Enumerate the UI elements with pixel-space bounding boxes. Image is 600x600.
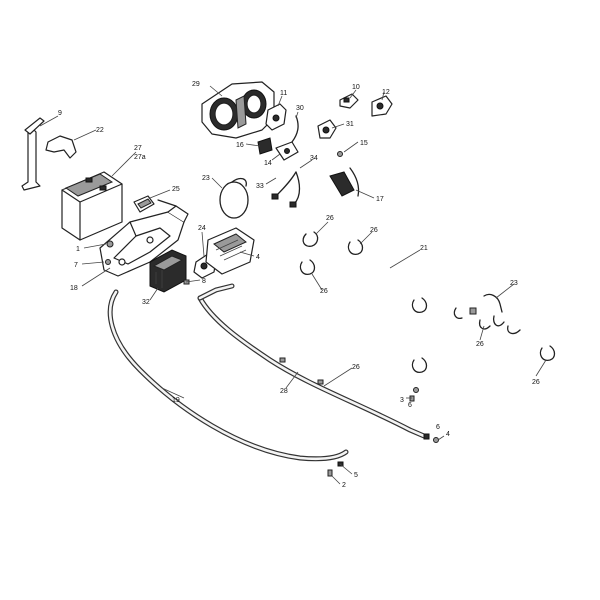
- callout-18: 18: [70, 285, 78, 292]
- callout-25: 25: [172, 186, 180, 193]
- callout-34: 34: [310, 155, 318, 162]
- callout-27: 27: [134, 145, 142, 152]
- callout-28: 28: [280, 388, 288, 395]
- callout-31: 31: [346, 121, 354, 128]
- callout-16: 16: [236, 142, 244, 149]
- leader-lines: [39, 85, 547, 485]
- callout-26-d: 26: [476, 341, 484, 348]
- part-34-harness: [271, 171, 301, 208]
- part-31-sensor: [317, 119, 337, 139]
- callout-4-upper: 4: [256, 254, 260, 261]
- callout-17: 17: [376, 196, 384, 203]
- part-15-screw: [337, 151, 343, 157]
- callout-3: 3: [400, 397, 404, 404]
- clamp-26-f: [539, 345, 556, 361]
- callout-11: 11: [280, 90, 287, 97]
- callouts: 9 22 27 27a 25 23 1 7 18 32 24 8 4 29 11…: [58, 81, 540, 489]
- part-17-cable: [329, 167, 360, 197]
- callout-5: 5: [354, 472, 358, 479]
- part-32-regulator: [149, 249, 187, 293]
- callout-23-right: 23: [510, 280, 518, 287]
- clamp-26-c: [299, 259, 316, 275]
- callout-24: 24: [198, 225, 206, 232]
- callout-4-lower: 4: [446, 431, 450, 438]
- clamp-26-e: [411, 357, 428, 373]
- callout-9: 9: [58, 110, 62, 117]
- part-28-pipe: [197, 283, 427, 439]
- callout-2: 2: [342, 482, 346, 489]
- callout-26-f: 26: [352, 364, 360, 371]
- callout-12: 12: [382, 89, 390, 96]
- callout-10: 10: [352, 84, 360, 91]
- part-19-hose: [107, 289, 349, 462]
- callout-27a: 27a: [134, 154, 146, 161]
- callout-26-c: 26: [320, 288, 328, 295]
- pipe-clip-2: [317, 379, 324, 385]
- part-18-battery-tray: [99, 199, 189, 277]
- fittings-23-right: [453, 293, 521, 335]
- callout-33: 33: [256, 183, 264, 190]
- callout-32: 32: [142, 299, 150, 306]
- clamp-26-b: [347, 239, 364, 255]
- pipe-clip-1: [279, 357, 286, 363]
- callout-26-e: 26: [532, 379, 540, 386]
- part-16-switch: [257, 137, 273, 155]
- part-3-screw: [409, 395, 415, 402]
- callout-6-lower: 6: [436, 424, 440, 431]
- clamp-26-d: [411, 297, 428, 313]
- part-2-screw: [327, 469, 333, 477]
- part-11-switch: [265, 103, 287, 131]
- callout-22: 22: [96, 127, 104, 134]
- part-22-bracket: [45, 135, 77, 159]
- part-25-fuse-holder: [133, 195, 155, 213]
- callout-26-b: 26: [370, 227, 378, 234]
- callout-19: 19: [172, 397, 180, 404]
- callout-8: 8: [202, 278, 206, 285]
- part-9-stand: [21, 117, 45, 191]
- callout-1: 1: [76, 246, 80, 253]
- part-6-nut: [413, 387, 419, 393]
- callout-23-left: 23: [202, 175, 210, 182]
- part-10-connector: [339, 93, 359, 109]
- pipe-end-fitting: [423, 433, 439, 443]
- callout-14: 14: [264, 160, 272, 167]
- part-1-screw: [106, 240, 114, 248]
- callout-6-upper: 6: [408, 402, 412, 409]
- part-23-wire-loop: [219, 177, 249, 219]
- callout-21: 21: [420, 245, 428, 252]
- part-30-wire: [291, 115, 299, 143]
- callout-30: 30: [296, 105, 304, 112]
- part-14-connector: [275, 141, 299, 161]
- callout-7: 7: [74, 262, 78, 269]
- callout-26-a: 26: [326, 215, 334, 222]
- callout-15: 15: [360, 140, 368, 147]
- part-7-nut: [105, 259, 111, 265]
- part-12-connector: [371, 95, 393, 117]
- part-29-gauge-cluster: [201, 81, 275, 139]
- fuse-box: [205, 227, 255, 275]
- callout-29: 29: [192, 81, 200, 88]
- part-27-battery: [61, 171, 123, 241]
- clamp-26-a: [302, 231, 319, 247]
